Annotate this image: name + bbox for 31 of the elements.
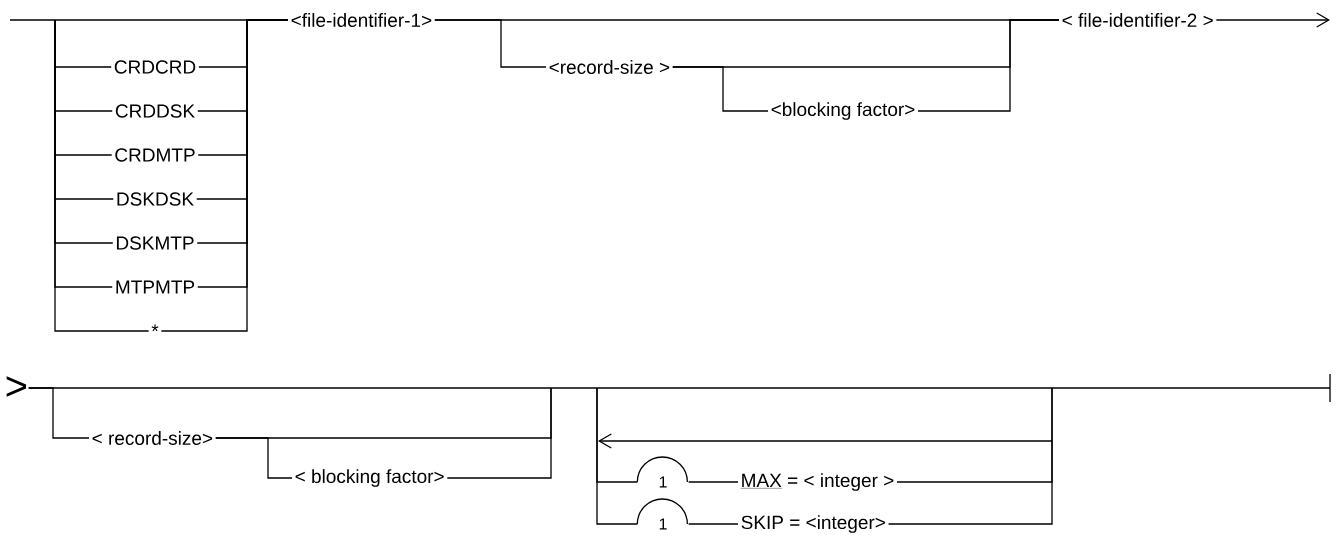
option-keyword: CRDMTP bbox=[115, 148, 195, 162]
syntax-element: < file-identifier-2 > bbox=[1062, 13, 1213, 27]
rail-line bbox=[434, 19, 547, 68]
rail-line bbox=[596, 387, 638, 525]
rail-line bbox=[28, 387, 90, 439]
repeat-count-arch: 1 bbox=[636, 456, 688, 488]
option-keyword: * bbox=[151, 324, 159, 332]
syntax-element: < record-size> bbox=[92, 431, 213, 445]
option-keyword: DSKMTP bbox=[116, 236, 194, 250]
rail-line bbox=[917, 19, 1060, 112]
syntax-element: <blocking factor> bbox=[771, 102, 915, 120]
syntax-element: MAX = < integer > bbox=[740, 473, 894, 491]
rail-line bbox=[446, 387, 552, 479]
rail-line bbox=[54, 19, 150, 332]
rail-line bbox=[887, 387, 1053, 525]
syntax-element: <record-size > bbox=[549, 60, 670, 74]
rail-line bbox=[160, 19, 289, 332]
syntax-element: < blocking factor> bbox=[295, 469, 444, 487]
arrow bbox=[1215, 12, 1330, 28]
rail-line bbox=[215, 437, 293, 479]
syntax-element: <file-identifier-1> bbox=[291, 13, 432, 27]
option-keyword: CRDDSK bbox=[115, 104, 195, 118]
option-keyword: MTPMTP bbox=[116, 280, 195, 294]
repeat-count-arch: 1 bbox=[636, 498, 688, 530]
rail-line bbox=[688, 523, 739, 525]
rail-line bbox=[672, 66, 769, 112]
syntax-element: SKIP = <integer> bbox=[741, 515, 885, 533]
option-keyword: DSKDSK bbox=[117, 192, 194, 206]
continuation-chevron: > bbox=[6, 376, 27, 397]
rail-line bbox=[688, 481, 739, 483]
option-keyword: CRDCRD bbox=[114, 60, 196, 74]
